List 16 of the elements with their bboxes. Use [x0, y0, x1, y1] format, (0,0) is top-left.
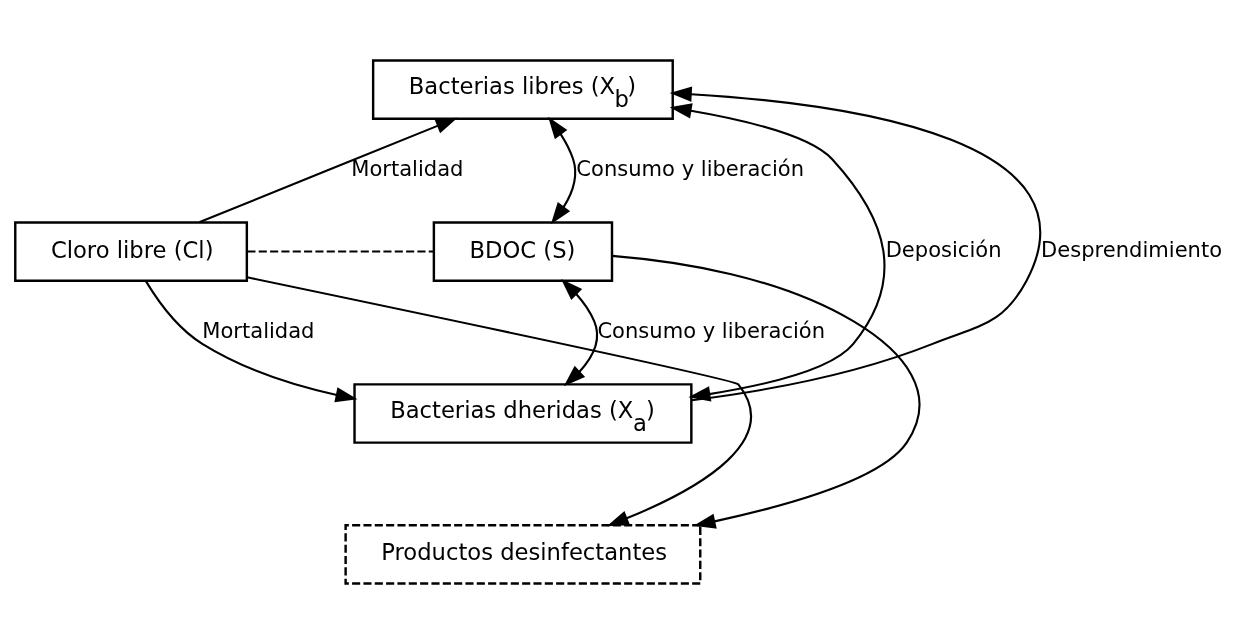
edge-label: Deposición [885, 237, 1002, 263]
arrow [548, 116, 577, 225]
node-box: Productos desinfectantes [344, 524, 702, 585]
edge-label: Mortalidad [202, 318, 315, 344]
node-box: BDOC (S) [432, 221, 614, 282]
arrow [198, 117, 458, 224]
arrow [561, 279, 599, 387]
arrow [611, 254, 921, 529]
edge-label: Consumo y liberación [576, 156, 804, 182]
arrow [144, 280, 358, 403]
edge-label: Mortalidad [351, 156, 464, 182]
arrow [247, 276, 752, 527]
node-box: Cloro libre (Cl) [14, 221, 249, 282]
edge-label: Consumo y liberación [597, 318, 826, 344]
edge-label: Desprendimiento [1041, 237, 1223, 263]
connector [247, 250, 434, 253]
